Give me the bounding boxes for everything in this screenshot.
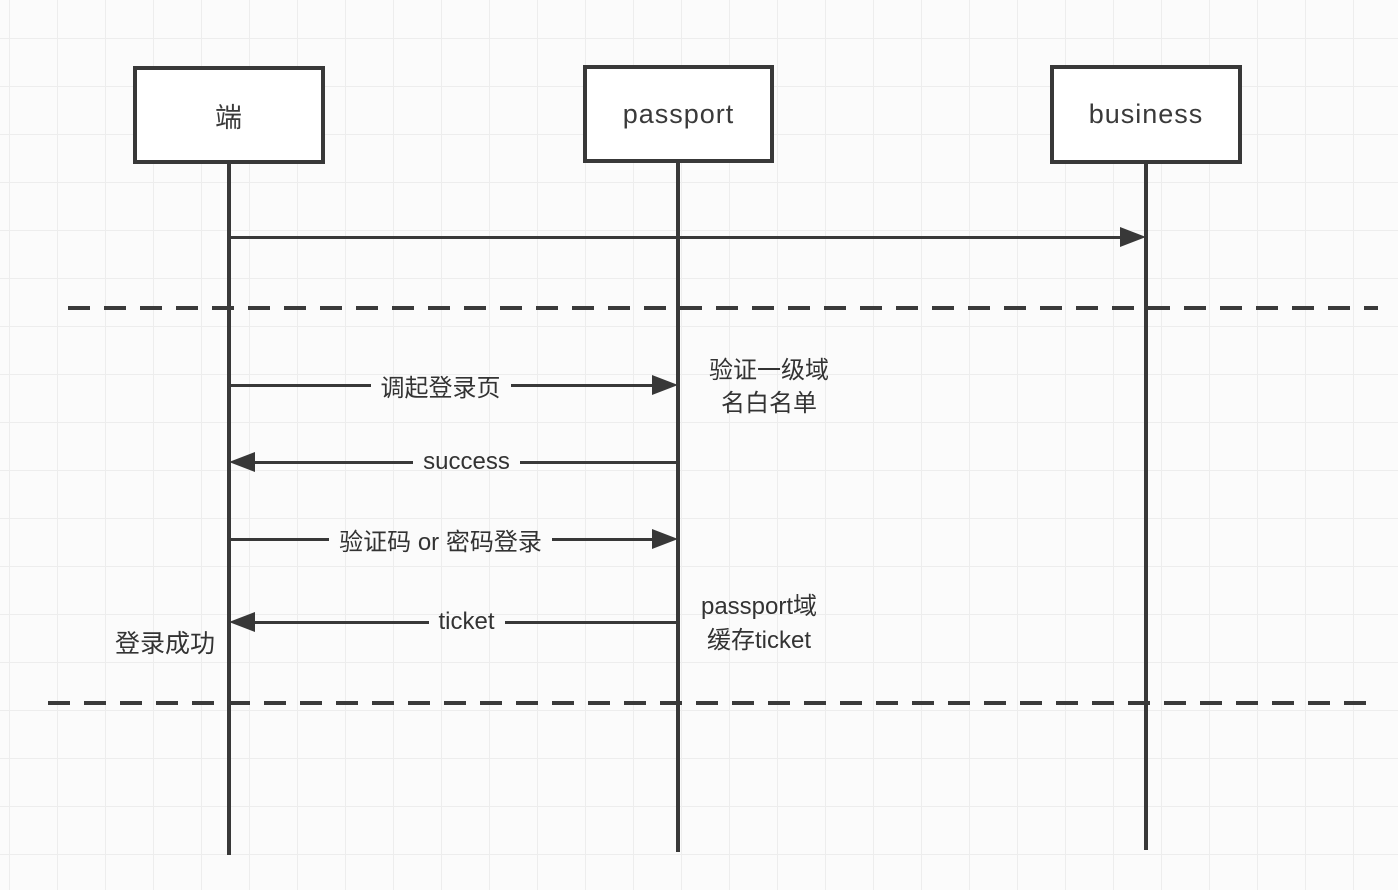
message-label: 验证码 or 密码登录 bbox=[339, 528, 542, 556]
message-line bbox=[229, 235, 1120, 239]
message-label: success bbox=[423, 448, 510, 475]
message-code-or-password-login: 验证码 or 密码登录 bbox=[229, 529, 678, 556]
message-line bbox=[255, 620, 429, 624]
actor-box-business: business bbox=[1050, 65, 1242, 164]
actor-label-business: business bbox=[1088, 99, 1204, 129]
message-line bbox=[510, 383, 652, 387]
note-line: 验证一级域 bbox=[709, 357, 829, 384]
message-line bbox=[255, 460, 414, 464]
arrowhead-right-icon bbox=[1120, 227, 1146, 247]
arrowhead-right-icon bbox=[652, 529, 678, 549]
message-client-to-business bbox=[229, 227, 1146, 247]
actor-label-client: 端 bbox=[215, 102, 243, 133]
message-line bbox=[519, 460, 679, 464]
arrowhead-right-icon bbox=[652, 375, 678, 395]
message-line bbox=[229, 383, 371, 387]
dashed-separator-bottom bbox=[48, 701, 1373, 705]
message-open-login-page: 调起登录页 bbox=[229, 375, 678, 402]
note-line: passport域 bbox=[700, 593, 818, 620]
lifeline-passport bbox=[676, 161, 680, 852]
message-success: success bbox=[229, 448, 679, 475]
message-line bbox=[504, 620, 679, 624]
message-line bbox=[551, 537, 652, 541]
note-passport-cache-ticket: passport域 缓存ticket bbox=[684, 590, 834, 658]
note-login-success: 登录成功 bbox=[110, 628, 220, 661]
lifeline-business bbox=[1144, 162, 1148, 850]
actor-box-passport: passport bbox=[583, 65, 774, 163]
message-ticket: ticket bbox=[229, 608, 679, 635]
note-line: 登录成功 bbox=[114, 630, 215, 658]
arrowhead-left-icon bbox=[229, 452, 255, 472]
note-line: 名白名单 bbox=[721, 390, 817, 417]
actor-box-client: 端 bbox=[133, 66, 325, 164]
message-label: ticket bbox=[438, 608, 495, 635]
dashed-separator-top bbox=[68, 306, 1378, 310]
arrowhead-left-icon bbox=[229, 612, 255, 632]
message-line bbox=[229, 537, 330, 541]
lifeline-client bbox=[227, 162, 231, 855]
actor-label-passport: passport bbox=[622, 98, 735, 129]
message-label: 调起登录页 bbox=[380, 374, 501, 402]
note-verify-domain-whitelist: 验证一级域 名白名单 bbox=[694, 354, 844, 420]
note-line: 缓存ticket bbox=[706, 627, 811, 654]
